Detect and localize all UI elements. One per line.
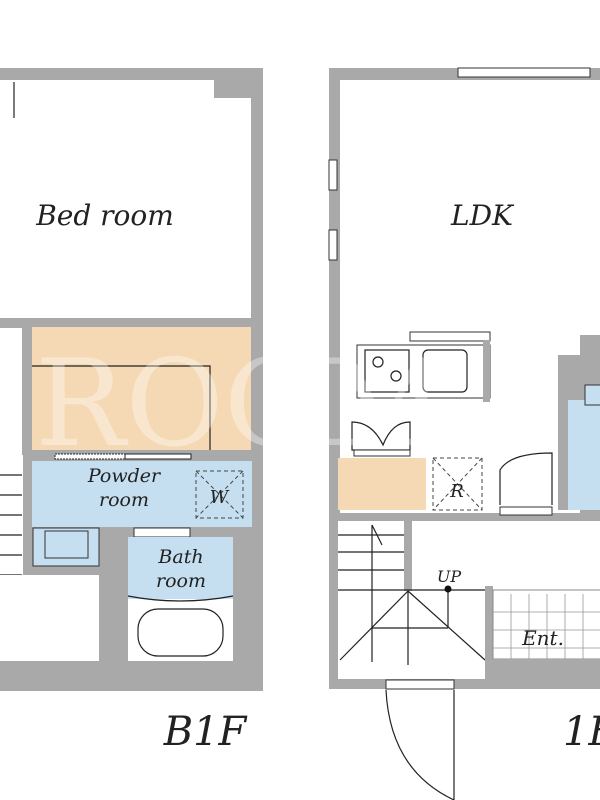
floor-label-b1f: B1F	[163, 709, 248, 755]
wall	[493, 659, 600, 679]
window	[328, 229, 338, 261]
cabinet-door-icon[interactable]	[351, 421, 411, 451]
toilet-room	[568, 400, 600, 510]
counter-edge	[409, 331, 491, 342]
bedroom-label: Bed room	[35, 199, 174, 232]
bath-room-label: Bath	[157, 546, 203, 568]
front-door-swing[interactable]	[385, 689, 455, 800]
washer-space	[195, 470, 244, 519]
powder-room-label: Powder	[87, 465, 162, 487]
wall	[485, 586, 493, 679]
stairs-b1f	[0, 455, 23, 590]
closet	[32, 327, 251, 450]
floor-1f	[328, 67, 600, 800]
front-door[interactable]	[385, 679, 455, 690]
watermark: ROOM	[35, 335, 445, 474]
sliding-door[interactable]	[124, 453, 192, 460]
stove-icon	[364, 349, 410, 393]
entrance-label: Ent.	[521, 626, 564, 650]
window	[328, 159, 338, 191]
floor-b1f	[0, 68, 263, 691]
wall	[404, 521, 412, 591]
up-marker	[444, 585, 452, 593]
bathtub	[137, 608, 224, 657]
ldk	[340, 80, 600, 335]
washer-label: W	[210, 487, 230, 508]
column	[214, 80, 251, 98]
up-label: UP	[437, 567, 461, 586]
bath-door[interactable]	[133, 527, 191, 538]
door[interactable]	[499, 506, 553, 516]
powder-room-label: room	[99, 489, 149, 511]
bath-room-label: room	[156, 570, 206, 592]
washbasin	[32, 527, 100, 567]
washbasin-bowl	[44, 530, 89, 559]
bath-room	[128, 537, 233, 599]
storage-room	[0, 575, 99, 661]
toilet-icon	[584, 384, 600, 406]
bedroom	[0, 80, 251, 318]
wall-stub	[483, 340, 490, 402]
stair-hall	[0, 328, 22, 455]
floor-label-1f: 1F	[563, 709, 600, 755]
door-swing[interactable]	[499, 452, 553, 505]
closet-shelf	[32, 365, 211, 450]
storage	[338, 458, 426, 510]
ldk-label: LDK	[450, 199, 515, 232]
fridge-label: R	[449, 481, 464, 502]
stairs-1f	[338, 524, 486, 665]
tile-grid	[493, 594, 600, 659]
powder-room	[32, 461, 252, 527]
cabinet-edge	[353, 449, 411, 457]
wall	[338, 513, 600, 521]
bathtub-area	[128, 599, 233, 661]
sink	[422, 349, 468, 393]
window	[457, 67, 591, 78]
